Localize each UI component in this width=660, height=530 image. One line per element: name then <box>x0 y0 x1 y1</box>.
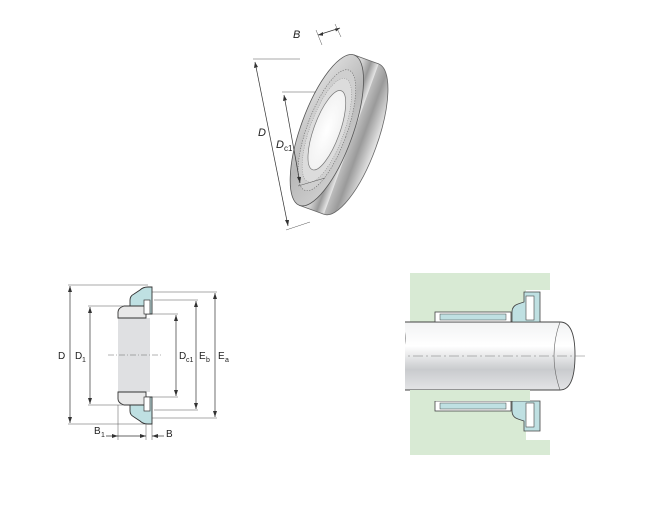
bearing-section-drawing: D D 1 D c1 E b E a B 1 <box>58 284 229 440</box>
label-d1-main: D <box>75 351 82 362</box>
dimension-b-section: B <box>152 429 173 440</box>
dimension-b-3d: B <box>293 23 342 46</box>
label-dc1-section-main: D <box>179 351 186 362</box>
label-dc1-sub: c1 <box>284 144 293 153</box>
dimension-d-3d: D <box>253 58 311 231</box>
dimension-b1-section: B 1 <box>94 426 146 439</box>
dimension-dc1-3d: D c1 <box>276 91 326 187</box>
bearing-3d-view: B D D c1 <box>253 23 389 231</box>
label-b-section: B <box>166 429 173 440</box>
section-roller-bottom <box>143 396 151 412</box>
dimension-ea-section: E a <box>213 293 229 417</box>
label-ea-sub: a <box>225 357 229 364</box>
bearing-bore <box>307 90 347 171</box>
dimension-eb-section: E b <box>194 301 210 409</box>
label-dc1-section-sub: c1 <box>186 357 194 364</box>
label-b1-sub: 1 <box>101 432 105 439</box>
label-ea-main: E <box>218 351 225 362</box>
label-eb-sub: b <box>206 357 210 364</box>
section-roller-top <box>143 299 151 315</box>
dimension-d1-section: D 1 <box>75 307 92 404</box>
label-d-section: D <box>58 351 65 362</box>
mounting-arrangement <box>405 273 585 455</box>
label-b: B <box>293 29 300 41</box>
label-d1-sub: 1 <box>82 357 86 364</box>
dimension-dc1-section: D c1 <box>174 315 194 396</box>
label-dc1-main: D <box>276 139 284 151</box>
label-eb-main: E <box>199 351 206 362</box>
dimension-d-section: D <box>58 286 72 423</box>
label-d: D <box>258 127 266 139</box>
label-b1-main: B <box>94 426 101 437</box>
